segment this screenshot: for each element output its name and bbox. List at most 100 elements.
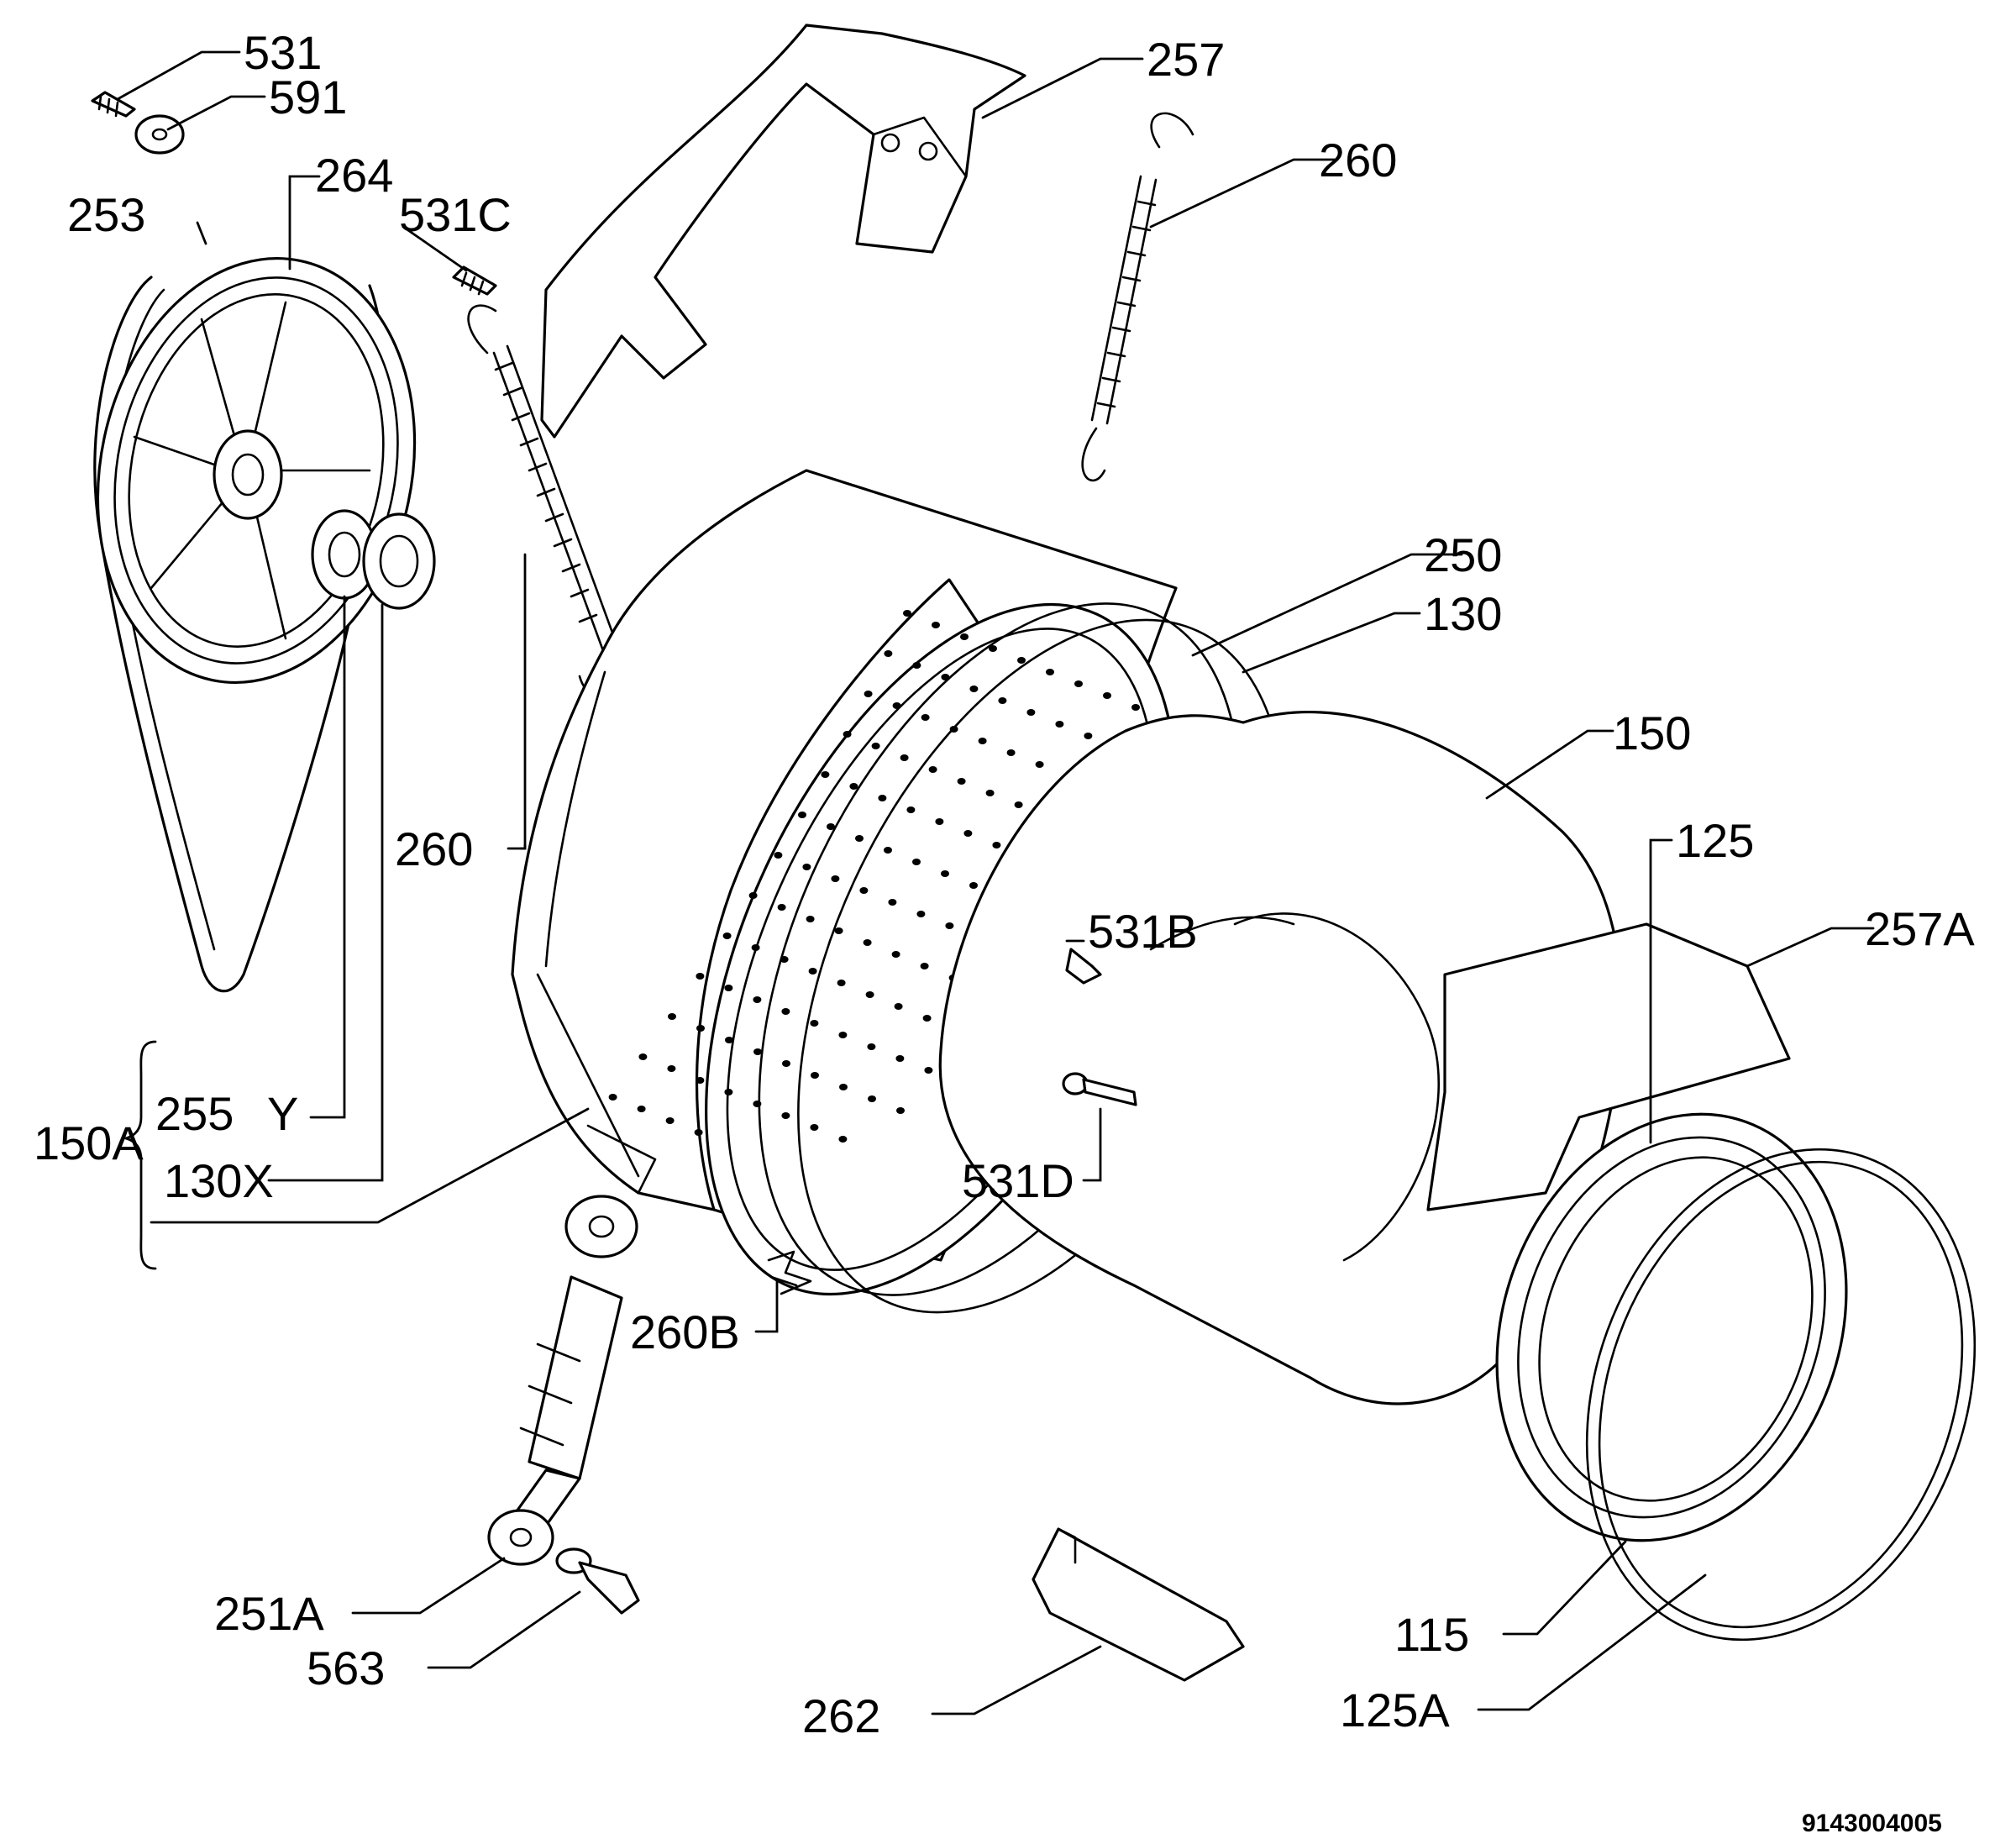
- drum-hole: [781, 1112, 790, 1119]
- drum-hole: [637, 1106, 646, 1112]
- drum-hole: [668, 1013, 676, 1020]
- drum-hole: [665, 1117, 675, 1124]
- callout-260b: 260B: [630, 1306, 740, 1358]
- front-tub-150: [938, 711, 1623, 1405]
- drum-hole: [895, 1055, 905, 1062]
- drawing-number: 9143004005: [1802, 1810, 1942, 1837]
- drum-hole: [900, 754, 909, 761]
- callout-260-left: 260: [395, 822, 473, 875]
- drum-hole: [696, 973, 705, 980]
- counterweight-257: [540, 24, 1026, 439]
- drum-hole: [806, 916, 815, 922]
- drum-hole: [751, 944, 760, 951]
- door-gasket-125: [1495, 1112, 1848, 1542]
- drum-hole: [838, 1032, 848, 1038]
- drum-hole: [1074, 680, 1083, 687]
- drum-hole: [1014, 801, 1023, 808]
- drum-hole: [638, 1053, 648, 1060]
- drum-hole: [837, 980, 846, 986]
- drum-hole: [969, 686, 979, 692]
- drum-hole: [989, 645, 997, 652]
- drum-hole: [810, 1124, 819, 1131]
- drum-hole: [912, 859, 921, 865]
- drum-hole: [859, 887, 869, 894]
- callout-531b: 531B: [1088, 905, 1198, 958]
- callout-257a: 257A: [1865, 902, 1975, 955]
- callout-260-top: 260: [1319, 134, 1397, 187]
- drum-hole: [891, 951, 900, 958]
- bearing-pair-255-130x: [311, 509, 436, 610]
- drum-hole: [831, 875, 840, 882]
- drum-hole: [957, 778, 966, 785]
- drum-hole: [884, 847, 892, 854]
- drum-hole: [920, 963, 929, 969]
- callout-125a: 125A: [1340, 1684, 1450, 1736]
- shock-absorber-251a: [487, 1195, 638, 1566]
- callout-250: 250: [1424, 528, 1502, 581]
- callout-257: 257: [1147, 33, 1225, 86]
- callout-251a: 251A: [214, 1587, 324, 1640]
- drum-hole: [906, 806, 916, 813]
- screw-531b: [1065, 948, 1102, 985]
- drum-hole: [960, 633, 969, 640]
- callout-255-y: Y: [267, 1087, 298, 1140]
- drum-hole: [867, 1043, 876, 1050]
- drum-hole: [781, 1008, 790, 1015]
- drum-hole: [922, 1015, 932, 1022]
- callout-591: 591: [269, 71, 347, 123]
- drum-hole: [998, 697, 1007, 704]
- drum-hole: [694, 1129, 703, 1136]
- drum-hole: [843, 731, 852, 738]
- drum-hole: [985, 790, 995, 796]
- leader-lines: [116, 50, 1875, 1715]
- callout-262: 262: [802, 1689, 880, 1742]
- drum-hole: [696, 1077, 705, 1084]
- screw-531: [91, 91, 136, 118]
- bracket-262: [1032, 1527, 1245, 1682]
- drum-pulley-264: [96, 257, 417, 684]
- drum-hole: [992, 842, 1001, 848]
- drum-hole: [863, 939, 872, 946]
- drum-hole: [753, 996, 762, 1003]
- drum-hole: [811, 1072, 819, 1079]
- drum-hole: [774, 852, 783, 859]
- callout-531: 531: [244, 26, 322, 79]
- drum-hole: [903, 610, 911, 617]
- drum-hole: [945, 922, 954, 929]
- drum-hole: [921, 714, 930, 721]
- drum-hole: [878, 795, 887, 801]
- callout-150a: 150A: [34, 1116, 144, 1169]
- callout-125: 125: [1676, 814, 1754, 867]
- drum-hole: [864, 691, 873, 697]
- drum-hole: [941, 870, 949, 877]
- drum-hole: [782, 1060, 790, 1067]
- screw-531c: [452, 265, 497, 296]
- callouts: 531 591 257 260 253 264 531C 250 130 150…: [34, 26, 1975, 1837]
- drum-hole: [777, 904, 786, 911]
- drum-hole: [892, 702, 901, 709]
- drum-hole: [849, 783, 858, 790]
- drum-hole: [1046, 669, 1054, 675]
- drum-hole: [748, 892, 758, 899]
- drum-hole: [667, 1065, 676, 1072]
- spring-260-top: [1081, 112, 1194, 482]
- drum-hole: [725, 1037, 733, 1043]
- drum-hole: [808, 968, 817, 975]
- drum-hole: [871, 743, 880, 749]
- drum-hole: [888, 899, 897, 906]
- drum-perforations: [608, 610, 1140, 1143]
- drum-hole: [916, 911, 926, 917]
- drum-hole: [722, 933, 732, 939]
- drum-hole: [855, 835, 864, 842]
- drum-hole: [924, 1067, 933, 1074]
- drum-hole: [838, 1136, 848, 1143]
- bolt-563: [555, 1547, 640, 1615]
- callout-150: 150: [1613, 707, 1691, 759]
- washer-591: [134, 114, 185, 155]
- callout-531d: 531D: [962, 1154, 1074, 1207]
- drum-hole: [1131, 704, 1140, 711]
- drum-hole: [827, 823, 835, 830]
- drum-hole: [834, 927, 843, 934]
- drum-hole: [821, 771, 830, 778]
